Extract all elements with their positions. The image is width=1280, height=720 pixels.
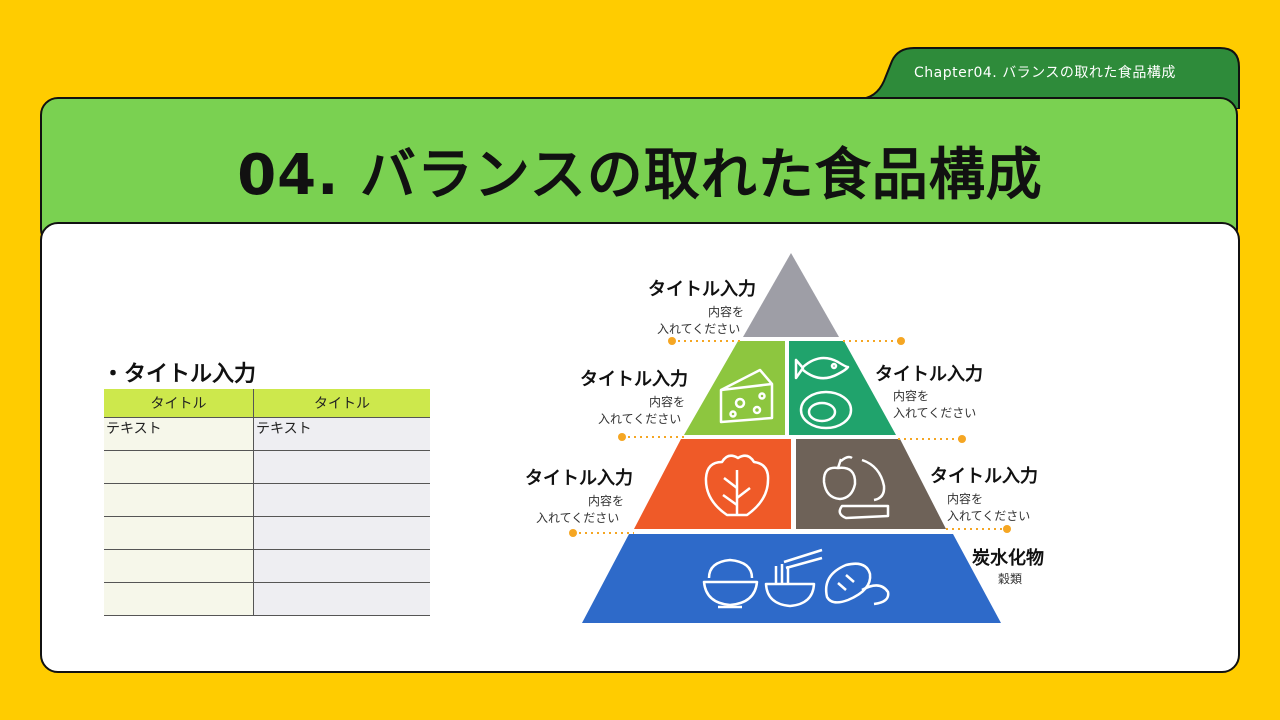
dairy-label-text1: 内容を	[649, 395, 686, 409]
vegetable-label-text2: 入れてください	[536, 511, 620, 525]
table-cell	[253, 516, 430, 550]
noodle-bowl-icon	[764, 548, 823, 608]
grain-label-text1: 穀類	[998, 572, 1023, 586]
table-cell	[253, 582, 430, 616]
table-row	[104, 582, 430, 616]
protein-label-text2: 入れてください	[893, 406, 977, 420]
table-header: タイトル	[104, 389, 254, 418]
leader-dot	[958, 435, 966, 443]
leader-dot	[569, 529, 577, 537]
meat-icon	[799, 390, 853, 430]
dairy-label-text2: 入れてください	[598, 412, 682, 426]
leader-dot	[897, 337, 905, 345]
pyramid-top-segment	[743, 253, 839, 337]
cheese-icon	[719, 368, 774, 424]
bread-icon	[824, 562, 890, 606]
pyramid-vegetable-segment	[634, 439, 791, 529]
table-cell	[104, 582, 254, 616]
table-cell: テキスト	[253, 417, 430, 451]
protein-label-text1: 内容を	[893, 389, 930, 403]
fish-icon	[794, 356, 850, 380]
top-label-text2: 入れてください	[657, 322, 741, 336]
leader-dot	[668, 337, 676, 345]
fruit-label-title: タイトル入力	[930, 466, 1038, 487]
leader-dot	[1003, 525, 1011, 533]
top-label-title: タイトル入力	[648, 279, 756, 300]
chapter-label: Chapter04. バランスの取れた食品構成	[914, 65, 1176, 81]
grain-label-title: 炭水化物	[972, 548, 1044, 569]
table-cell: テキスト	[104, 417, 254, 451]
protein-label-title: タイトル入力	[875, 364, 983, 385]
page-title: 04. バランスの取れた食品構成	[237, 143, 1043, 208]
table-header: タイトル	[253, 389, 430, 418]
info-table: タイトル タイトル テキストテキスト	[104, 389, 430, 616]
pyramid-grain-segment	[582, 534, 1001, 623]
fruit-icon	[822, 455, 890, 520]
table-cell	[253, 483, 430, 517]
top-label-text1: 内容を	[708, 305, 745, 319]
fruit-label-text2: 入れてください	[947, 509, 1031, 523]
table-cell	[253, 549, 430, 583]
table-row	[104, 549, 430, 583]
table-row: テキストテキスト	[104, 417, 430, 451]
lettuce-icon	[704, 454, 770, 517]
table-cell	[104, 483, 254, 517]
fruit-label-text1: 内容を	[947, 492, 984, 506]
table-row	[104, 450, 430, 484]
table-row	[104, 516, 430, 550]
table-cell	[104, 516, 254, 550]
table-cell	[253, 450, 430, 484]
vegetable-label-title: タイトル入力	[525, 468, 633, 489]
table-cell	[104, 549, 254, 583]
pyramid-protein-segment	[789, 341, 896, 435]
chapter-tab	[858, 47, 1240, 109]
section-title: ・タイトル入力	[102, 362, 257, 387]
pyramid-fruit-segment	[796, 439, 946, 529]
vegetable-label-text1: 内容を	[588, 494, 625, 508]
table-row	[104, 483, 430, 517]
dairy-label-title: タイトル入力	[580, 369, 688, 390]
table-cell	[104, 450, 254, 484]
rice-bowl-icon	[702, 558, 759, 609]
leader-dot	[618, 433, 626, 441]
